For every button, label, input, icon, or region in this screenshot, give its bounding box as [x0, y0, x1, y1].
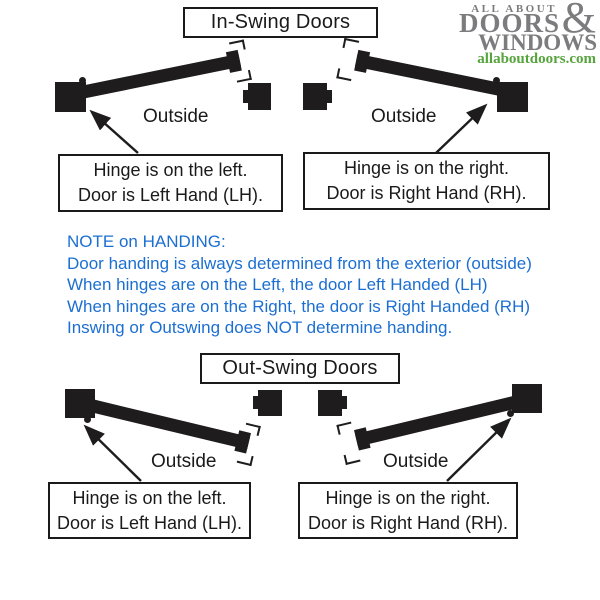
left-hand-caption: Hinge is on the left. Door is Left Hand … [58, 154, 283, 212]
latch-bracket-icon [336, 68, 353, 82]
latch-bracket-icon [235, 69, 252, 83]
outside-label: Outside [143, 106, 209, 127]
door-edge [234, 430, 251, 454]
hinge-pointer-arrow [435, 103, 488, 154]
caption-line: Door is Right Hand (RH). [307, 512, 509, 533]
strike-jamb-tab [243, 90, 249, 103]
logo-ampersand-icon: & [561, 0, 596, 42]
out-swing-title: Out-Swing Doors [200, 353, 400, 384]
hinge-pointer-arrow [446, 417, 512, 482]
door-edge [225, 49, 242, 73]
door-edge [354, 427, 371, 451]
caption-line: Hinge is on the left. [72, 487, 227, 508]
strike-jamb-block [303, 83, 327, 110]
strike-jamb-tab [326, 90, 332, 103]
hinge-knuckle-icon [493, 77, 500, 84]
latch-bracket-icon [336, 421, 354, 435]
door-edge [354, 49, 371, 73]
hinge-jamb-block [512, 384, 542, 413]
strike-jamb-tab [253, 396, 259, 409]
latch-bracket-icon [229, 39, 246, 53]
hinge-jamb-block [65, 389, 95, 418]
latch-bracket-icon [343, 451, 361, 465]
logo-website: allaboutdoors.com [477, 51, 596, 67]
caption-line: Door is Right Hand (RH). [326, 183, 527, 203]
left-hand-caption: Hinge is on the left. Door is Left Hand … [48, 482, 251, 539]
caption-line: Door is Left Hand (LH). [77, 185, 264, 205]
latch-bracket-icon [342, 37, 360, 51]
strike-jamb-tab [341, 396, 347, 409]
hinge-knuckle-icon [79, 77, 86, 84]
outside-label: Outside [151, 451, 217, 472]
hinge-pointer-arrow [83, 424, 142, 482]
hinge-knuckle-icon [507, 410, 514, 417]
right-hand-caption: Hinge is on the right. Door is Right Han… [298, 482, 518, 539]
note-line: When hinges are on the Right, the door i… [67, 296, 531, 316]
strike-jamb-block [248, 83, 271, 110]
logo-doors: DOORS [458, 8, 560, 38]
hinge-knuckle-icon [84, 416, 91, 423]
door-panel [79, 39, 252, 99]
right-hand-caption: Hinge is on the right. Door is Right Han… [303, 152, 550, 210]
logo-windows: WINDOWS [478, 30, 597, 55]
outside-label: Outside [383, 451, 449, 472]
note-line: When hinges are on the Left, the door Le… [67, 275, 488, 294]
note-heading: NOTE on HANDING: [67, 232, 226, 251]
note-line: Door handing is always determined from t… [67, 253, 532, 273]
hinge-pointer-arrow [89, 109, 139, 154]
latch-bracket-icon [236, 452, 254, 467]
strike-jamb-block [258, 390, 282, 416]
caption-line: Door is Left Hand (LH). [56, 512, 243, 533]
note-line: Inswing or Outswing does NOT determine h… [67, 318, 453, 337]
strike-jamb-block [318, 390, 342, 416]
in-swing-title: In-Swing Doors [183, 7, 378, 38]
caption-line: Hinge is on the right. [343, 158, 510, 178]
door-panel [89, 399, 261, 467]
handing-note: NOTE on HANDING: Door handing is always … [67, 231, 532, 339]
caption-line: Hinge is on the right. [325, 487, 491, 508]
company-logo: ALL ABOUT & DOORS WINDOWS allaboutdoors.… [440, 0, 600, 70]
door-panel [336, 396, 516, 465]
caption-line: Hinge is on the left. [93, 160, 248, 180]
outside-label: Outside [371, 106, 437, 127]
logo-all-about: ALL ABOUT [471, 3, 557, 15]
